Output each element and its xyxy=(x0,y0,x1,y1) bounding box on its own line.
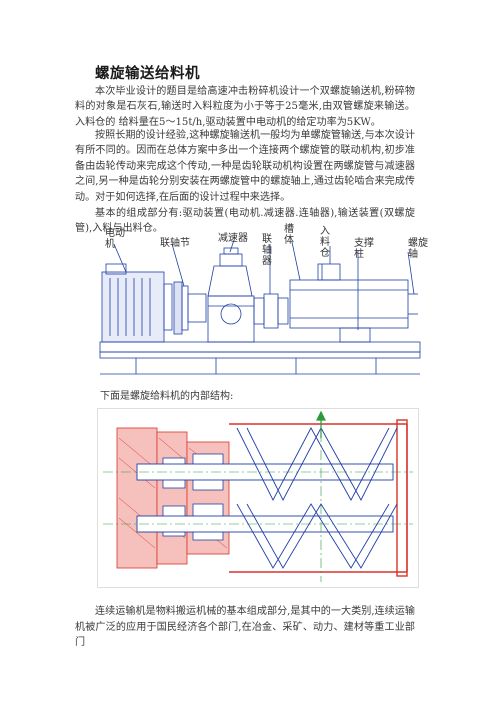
internal-structure-drawing xyxy=(97,408,419,588)
label-screw-shaft: 螺旋轴 xyxy=(408,238,428,260)
paragraph-1: 本次毕业设计的题目是给高速冲击粉碎机设计一个双螺旋输送机,粉碎物料的对象是石灰石… xyxy=(75,86,415,128)
label-inlet: 入料仓 xyxy=(320,226,330,259)
paragraph-3: 基本的组成部分有:驱动装置(电动机.减速器.连轴器),输送装置(双螺旋管),入料… xyxy=(75,208,415,235)
label-support: 支撑柱 xyxy=(354,238,374,260)
external-structure-drawing xyxy=(99,239,421,375)
paragraph-4: 连续运输机是物料搬运机械的基本组成部分,是其中的一大类别,连续运输机被广泛的应用… xyxy=(75,606,415,649)
label-trough: 槽体 xyxy=(284,224,294,246)
paragraph-2: 按照长期的设计经验,这种螺旋输送机一般均为单螺旋管输送,与本次设计有所不同的。因… xyxy=(75,130,415,203)
figure-2-caption: 下面是螺旋给料机的内部结构: xyxy=(100,391,234,402)
label-reducer: 减速器 xyxy=(218,233,248,244)
label-motor: 电动机 xyxy=(105,228,125,250)
label-coupler: 联轴器 xyxy=(262,234,272,267)
page-title: 螺旋输送给料机 xyxy=(95,65,200,82)
label-coupling: 联轴节 xyxy=(160,238,190,249)
